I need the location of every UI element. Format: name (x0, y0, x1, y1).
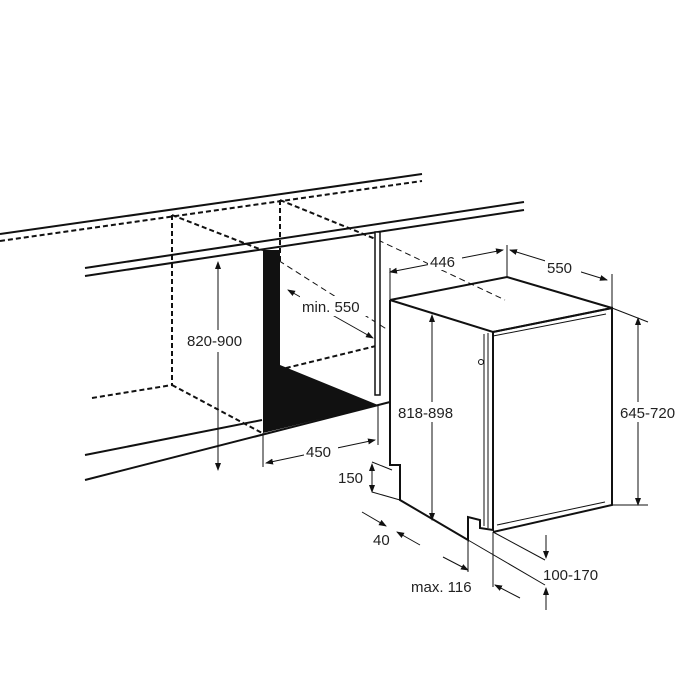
upper-countertop (0, 173, 423, 242)
niche-side-panel (263, 250, 378, 433)
appliance-width-label: 446 (430, 254, 455, 271)
floor-lines (84, 401, 391, 481)
door-height-label: 645-720 (620, 405, 675, 422)
niche-height-label: 820-900 (187, 333, 242, 350)
plinth-height-label: 150 (338, 470, 363, 487)
niche-depth-label: min. 550 (302, 299, 360, 316)
appliance-height-label: 818-898 (398, 405, 453, 422)
plinth-adjust-label: 100-170 (543, 567, 598, 584)
door-handle-icon (478, 359, 484, 365)
plinth-depth-label: 40 (373, 532, 390, 549)
adjacent-panel (374, 231, 381, 396)
appliance-depth-label: 550 (547, 260, 572, 277)
plinth-max-label: max. 116 (411, 579, 472, 596)
niche-width-label: 450 (306, 444, 331, 461)
worktop (84, 201, 525, 277)
